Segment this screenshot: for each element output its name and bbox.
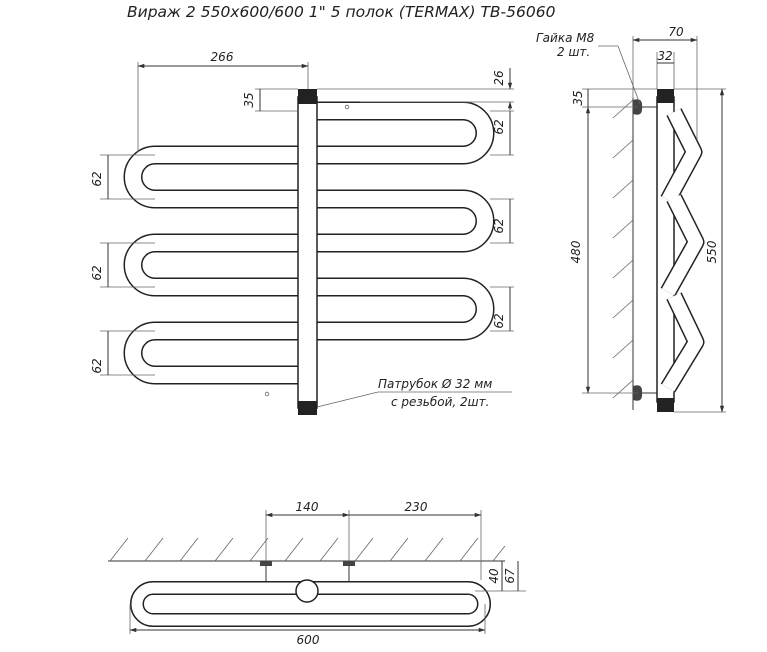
top-bracket-nut-right bbox=[343, 561, 355, 566]
side-view: Гайка М8 2 шт. 70 32 35 480 550 bbox=[536, 25, 726, 413]
front-view: 266 35 26 62 62 62 62 62 bbox=[90, 50, 514, 415]
dim-62-right-3: 62 bbox=[492, 313, 506, 328]
dim-40: 40 bbox=[487, 568, 501, 584]
dim-35-side: 35 bbox=[571, 90, 585, 105]
side-shelves bbox=[660, 108, 705, 393]
vertical-collector bbox=[297, 96, 318, 409]
dim-32: 32 bbox=[657, 49, 672, 63]
drawing-title: Вираж 2 550х600/600 1" 5 полок (TERMAX) … bbox=[127, 3, 556, 21]
note-nut-line2: 2 шт. bbox=[557, 45, 590, 59]
dim-62-left-1: 62 bbox=[90, 171, 104, 186]
side-top-nipple bbox=[657, 89, 674, 103]
dim-70: 70 bbox=[668, 25, 684, 39]
dim-230: 230 bbox=[405, 500, 428, 514]
side-collector bbox=[656, 96, 675, 403]
dim-140: 140 bbox=[296, 500, 319, 514]
note-nut-line1: Гайка М8 bbox=[536, 31, 595, 45]
dim-266: 266 bbox=[211, 50, 234, 64]
top-view: 140 230 40 67 600 bbox=[108, 500, 526, 647]
dim-26: 26 bbox=[492, 70, 506, 86]
dim-62-left-3: 62 bbox=[90, 358, 104, 373]
top-wall-hatching bbox=[109, 537, 506, 562]
wall-hatching bbox=[612, 99, 634, 399]
top-plug bbox=[344, 104, 350, 110]
top-threaded-nipple bbox=[298, 89, 317, 104]
dim-600: 600 bbox=[297, 633, 320, 647]
dim-550: 550 bbox=[705, 240, 719, 263]
dim-62-right-1: 62 bbox=[492, 119, 506, 134]
side-bottom-nipple bbox=[657, 398, 674, 412]
top-loop bbox=[130, 581, 491, 627]
bottom-threaded-nipple bbox=[298, 401, 317, 415]
dim-67: 67 bbox=[503, 568, 517, 584]
note-nipple-line1: Патрубок Ø 32 мм bbox=[378, 377, 492, 391]
note-nipple-line2: с резьбой, 2шт. bbox=[391, 395, 489, 409]
bottom-plug bbox=[264, 391, 270, 397]
dim-480: 480 bbox=[569, 240, 583, 263]
dim-62-left-2: 62 bbox=[90, 265, 104, 280]
dim-62-right-2: 62 bbox=[492, 218, 506, 233]
dim-35-front: 35 bbox=[242, 92, 256, 107]
top-bracket-nut-left bbox=[260, 561, 272, 566]
top-collector bbox=[295, 579, 319, 603]
